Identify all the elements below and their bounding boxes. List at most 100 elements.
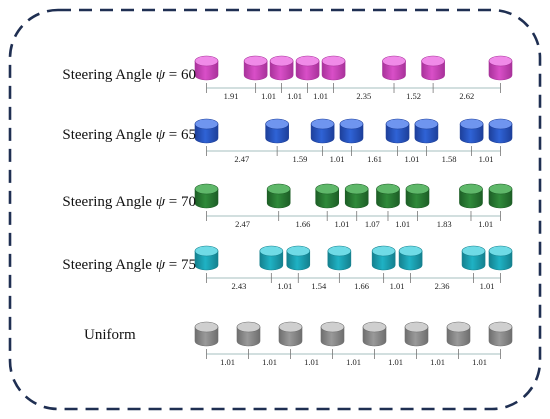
element-cylinder	[194, 118, 219, 144]
element-cylinder	[488, 55, 513, 81]
spacing-label: 2.43	[231, 281, 246, 291]
spacing-label: 1.66	[296, 219, 311, 229]
spacing-label: 1.01	[346, 357, 361, 367]
element-cylinder	[376, 183, 400, 209]
element-cylinder	[459, 183, 483, 209]
element-cylinder	[488, 245, 513, 271]
element-cylinder	[259, 245, 284, 271]
spacing-label: 1.01	[287, 91, 302, 101]
spacing-label: 1.66	[354, 281, 369, 291]
spacing-dimensions: 2.47 1.66 1.01 1.07 1.01 1.83 1.01	[206, 211, 501, 229]
spacing-dimensions: 2.43 1.01 1.54 1.66 1.01 2.36 1.01	[206, 273, 501, 291]
element-cylinder	[269, 55, 294, 81]
element-cylinder	[266, 183, 291, 209]
element-cylinder	[320, 321, 345, 347]
spacing-label: 1.01	[335, 219, 350, 229]
element-cylinder	[382, 55, 406, 81]
element-cylinder	[398, 245, 423, 271]
element-cylinder	[461, 245, 486, 271]
row-label-70: Steering Angle ψ = 70	[0, 193, 196, 211]
element-cylinder	[446, 321, 471, 347]
spacing-label: 1.01	[220, 357, 235, 367]
row-label-prefix: Steering Angle	[62, 194, 152, 210]
spacing-label: 1.83	[437, 219, 452, 229]
row-label-prefix: Steering Angle	[62, 67, 152, 83]
row-label-65: Steering Angle ψ = 65	[0, 126, 196, 144]
dashed-frame	[8, 8, 542, 411]
element-cylinder	[385, 118, 410, 144]
element-cylinder	[371, 245, 396, 271]
spacing-label: 2.47	[234, 154, 249, 164]
spacing-label: 1.01	[262, 357, 277, 367]
spacing-label: 1.54	[311, 281, 327, 291]
row-label-75: Steering Angle ψ = 75	[0, 256, 196, 274]
spacing-label: 1.52	[406, 91, 421, 101]
element-cylinder	[362, 321, 387, 347]
element-cylinder	[404, 321, 429, 347]
spacing-dimensions: 1.91 1.01 1.01 1.01 2.35 1.52 2.62	[206, 83, 501, 101]
spacing-label: 1.01	[261, 91, 276, 101]
element-cylinder	[339, 118, 364, 144]
spacing-label: 1.58	[442, 154, 457, 164]
row-label-relation: = 70	[168, 194, 196, 210]
spacing-label: 1.01	[313, 91, 328, 101]
array-row-3: 2.43 1.01 1.54 1.66 1.01 2.36 1.01	[194, 245, 513, 291]
spacing-label: 1.61	[367, 154, 382, 164]
uniform-label: Uniform	[84, 327, 136, 343]
array-row-2: 2.47 1.66 1.01 1.07 1.01 1.83 1.01	[194, 183, 513, 229]
spacing-label: 1.01	[395, 219, 410, 229]
spacing-label: 2.36	[435, 281, 450, 291]
psi-symbol: ψ	[155, 257, 166, 273]
element-cylinder	[286, 245, 311, 271]
psi-symbol: ψ	[155, 127, 166, 143]
element-cylinder	[321, 55, 346, 81]
spacing-label: 1.01	[430, 357, 445, 367]
psi-symbol: ψ	[155, 67, 166, 83]
spacing-label: 2.35	[356, 91, 371, 101]
element-cylinder	[488, 321, 513, 347]
row-label-prefix: Steering Angle	[62, 127, 152, 143]
spacing-label: 1.01	[405, 154, 420, 164]
element-cylinder	[414, 118, 439, 144]
row-label-relation: = 60	[168, 67, 196, 83]
element-cylinder	[194, 321, 219, 347]
element-cylinder	[488, 183, 513, 209]
array-row-0: 1.91 1.01 1.01 1.01 2.35 1.52 2.62	[194, 55, 513, 101]
element-cylinder	[310, 118, 335, 144]
row-label-prefix: Steering Angle	[62, 257, 152, 273]
spacing-label: 1.59	[292, 154, 307, 164]
spacing-label: 1.01	[480, 281, 495, 291]
element-cylinder	[265, 118, 289, 144]
element-cylinder	[327, 245, 352, 271]
spacing-dimensions: 2.47 1.59 1.01 1.61 1.01 1.58 1.01	[206, 146, 501, 164]
element-cylinder	[488, 118, 513, 144]
element-cylinder	[421, 55, 445, 81]
spacing-label: 1.07	[365, 219, 380, 229]
spacing-label: 1.01	[330, 154, 345, 164]
spacing-label: 1.91	[224, 91, 239, 101]
element-cylinder	[194, 245, 219, 271]
spacing-label: 1.01	[304, 357, 319, 367]
row-label-relation: = 75	[168, 257, 196, 273]
spacing-label: 2.62	[459, 91, 474, 101]
element-cylinder	[194, 55, 219, 81]
element-cylinder	[236, 321, 261, 347]
psi-symbol: ψ	[155, 194, 166, 210]
element-cylinder	[295, 55, 320, 81]
array-row-1: 2.47 1.59 1.01 1.61 1.01 1.58 1.01	[194, 118, 513, 164]
spacing-label: 1.01	[390, 281, 405, 291]
spacing-label: 2.47	[235, 219, 250, 229]
element-cylinder	[278, 321, 303, 347]
element-cylinder	[459, 118, 484, 144]
element-cylinder	[243, 55, 268, 81]
element-cylinder	[194, 183, 219, 209]
spacing-label: 1.01	[478, 219, 493, 229]
spacing-label: 1.01	[479, 154, 494, 164]
row-label-60: Steering Angle ψ = 60	[0, 66, 196, 84]
element-cylinder	[405, 183, 430, 209]
spacing-label: 1.01	[388, 357, 403, 367]
spacing-label: 1.01	[277, 281, 292, 291]
element-cylinder	[315, 183, 339, 209]
